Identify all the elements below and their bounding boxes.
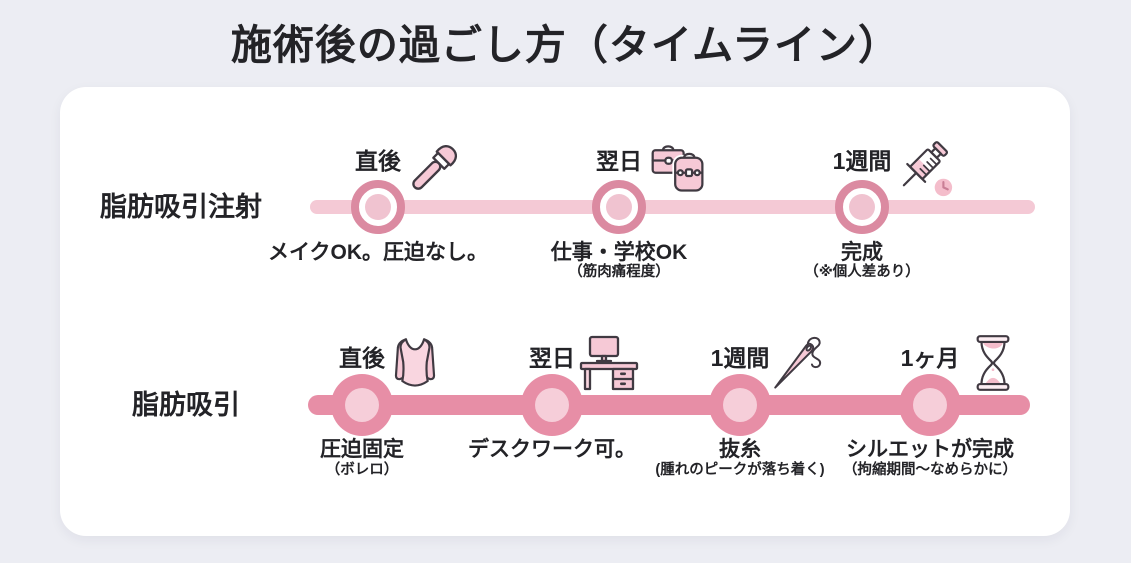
milestone-caption: 仕事・学校OK [550, 241, 688, 264]
milestone-note: (腫れのピークが落ち着く) [655, 462, 825, 478]
hourglass-icon [970, 332, 1016, 394]
row-label-liposuction: 脂肪吸引 [132, 390, 240, 420]
milestone-caption: 圧迫固定 [320, 438, 404, 461]
milestone-caption: メイクOK。圧迫なし。 [267, 241, 489, 264]
timeline-dot [351, 180, 405, 234]
milestone-time-label: 直後 [355, 148, 401, 174]
row-label-injection: 脂肪吸引注射 [100, 192, 262, 222]
milestone-note: （※個人差あり） [804, 264, 920, 280]
milestone-time-label: 1ヶ月 [900, 345, 960, 371]
syringe-with-clock-icon [893, 138, 957, 200]
milestone-caption: デスクワーク可。 [468, 438, 636, 461]
timeline-line-injection [310, 200, 1035, 214]
milestone-time-label: 直後 [339, 345, 385, 371]
milestone-caption: 抜糸 [719, 438, 761, 461]
milestone-time-label: 翌日 [529, 345, 575, 371]
milestone-time-label: 1週間 [832, 148, 892, 174]
milestone-time-label: 翌日 [596, 148, 642, 174]
desk-with-monitor-icon [576, 332, 642, 392]
timeline-dot [709, 374, 771, 436]
timeline-dot [521, 374, 583, 436]
milestone-note: （ボレロ） [325, 462, 399, 478]
milestone-caption: 完成 [841, 241, 883, 264]
briefcase-and-school-bag-icon [648, 138, 708, 198]
milestone-note: （拘縮期間〜なめらかに） [843, 462, 1017, 478]
milestone-caption: シルエットが完成 [846, 438, 1014, 461]
compression-garment-icon [386, 332, 444, 392]
milestone-time-label: 1週間 [710, 345, 770, 371]
timeline-card: 脂肪吸引注射 直後 メイクOK。圧迫なし。 [60, 87, 1070, 536]
milestone-note: （筋肉痛程度） [568, 264, 670, 280]
timeline-dot [899, 374, 961, 436]
timeline-line-liposuction [308, 395, 1030, 415]
timeline-dot [331, 374, 393, 436]
timeline-dot [835, 180, 889, 234]
needle-and-thread-icon [768, 332, 826, 396]
page-title: 施術後の過ごし方（タイムライン） [230, 22, 901, 68]
makeup-brush-icon [403, 138, 465, 202]
timeline-dot [592, 180, 646, 234]
